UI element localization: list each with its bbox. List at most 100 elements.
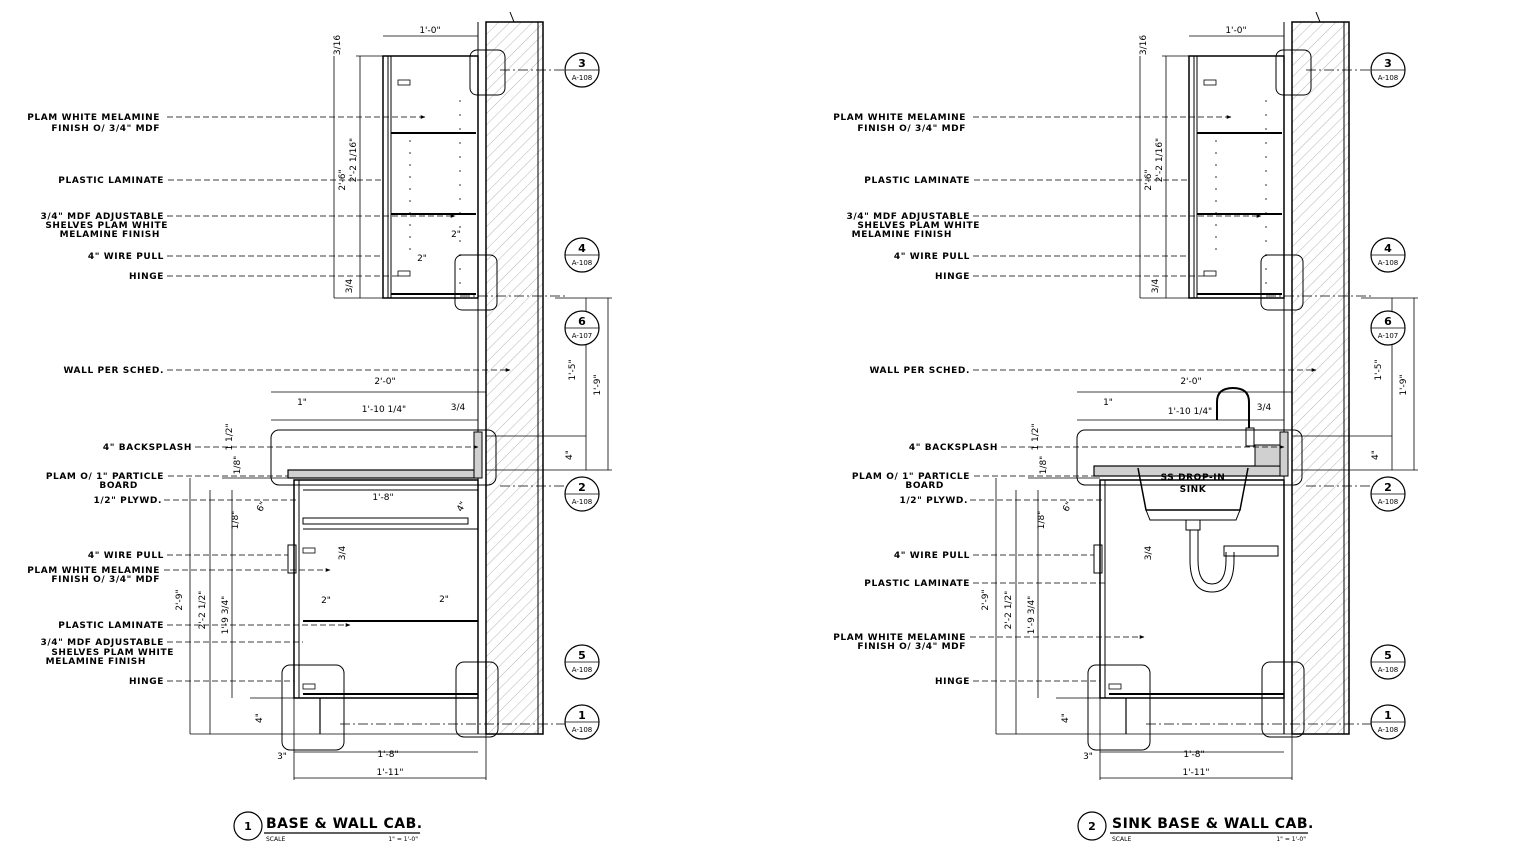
detail-1-title: BASE & WALL CAB. [266, 816, 423, 832]
svg-text:A-107: A-107 [1378, 332, 1399, 340]
section-bubbles: 3 A-108 4 A-108 6 A-107 2 A-108 [1370, 52, 1406, 740]
detail-2-dimensions: 1'-0" 3/16 2'-6" 2'-2 1/16" 3/4 2'-0" 1'… [981, 26, 1409, 778]
label-plastic-laminate-lower: PLASTIC LAMINATE [864, 579, 970, 589]
section-bubble-5[interactable]: 5 A-108 [1370, 644, 1406, 680]
detail-2-scale-value: 1" = 1'-0" [1276, 836, 1306, 843]
dim-base-2-2: 2'-2 1/2" [1004, 591, 1014, 630]
detail-1-labels: PLAM WHITE MELAMINE FINISH O/ 3/4" MDF P… [27, 113, 192, 687]
detail-2-title: SINK BASE & WALL CAB. [1112, 816, 1314, 832]
label-plam-board-1: PLAM O/ 1" PARTICLE [46, 472, 164, 482]
svg-text:5: 5 [578, 649, 586, 662]
sink-assembly [1137, 386, 1279, 593]
label-finish-upper-1: PLAM WHITE MELAMINE [833, 113, 966, 123]
svg-text:A-108: A-108 [572, 498, 593, 506]
dim-counter-34: 3/4 [451, 403, 466, 413]
label-hinge-lower: HINGE [129, 677, 164, 687]
section-bubble-6[interactable]: 6 A-107 [564, 310, 600, 346]
svg-text:A-108: A-108 [572, 726, 593, 734]
dim-right-h1: 1'-5" [1374, 359, 1384, 380]
label-wall: WALL PER SCHED. [63, 366, 164, 376]
detail-2-sink-base-wall-cabinet: PLAM WHITE MELAMINE FINISH O/ 3/4" MDF P… [833, 11, 1418, 843]
section-bubble-3[interactable]: 3 A-108 [1370, 52, 1406, 88]
label-hinge-upper: HINGE [129, 272, 164, 282]
label-leaders [164, 115, 511, 682]
label-wire-pull-lower: 4" WIRE PULL [894, 551, 970, 561]
section-bubble-2[interactable]: 2 A-108 [564, 476, 600, 512]
detail-2-title-block: 2 SINK BASE & WALL CAB. SCALE 1" = 1'-0" [1077, 811, 1314, 843]
section-bubble-2[interactable]: 2 A-108 [1370, 476, 1406, 512]
svg-text:A-108: A-108 [1378, 666, 1399, 674]
dim-right-h2: 1'-9" [593, 374, 603, 395]
dim-top-reveal: 3/16 [333, 35, 343, 55]
dim-top-reveal: 3/16 [1139, 35, 1149, 55]
dim-bs-18: 1/8" [1039, 456, 1049, 475]
label-shelves-upper-1: 3/4" MDF ADJUSTABLE [847, 212, 970, 222]
label-shelves-lower-1: 3/4" MDF ADJUSTABLE [41, 638, 164, 648]
base-cabinet [1087, 479, 1305, 751]
base-cabinet [281, 479, 499, 751]
dim-top-width: 1'-0" [1225, 26, 1246, 36]
label-leaders [970, 115, 1317, 682]
section-bubble-6[interactable]: 6 A-107 [1370, 310, 1406, 346]
dim-drawer-34: 3/4 [338, 545, 348, 560]
label-plastic-laminate-lower: PLASTIC LAMINATE [58, 621, 164, 631]
dim-base-1-9: 1'-9 3/4" [1027, 596, 1037, 635]
detail-1-number: 1 [244, 820, 252, 833]
label-hinge-upper: HINGE [935, 272, 970, 282]
section-bubble-3[interactable]: 3 A-108 [564, 52, 600, 88]
dim-bs-12: 1 1/2" [1031, 423, 1041, 450]
dim-base-2-9: 2'-9" [981, 589, 991, 610]
section-bubble-1[interactable]: 1 A-108 [1370, 704, 1406, 740]
svg-text:5: 5 [1384, 649, 1392, 662]
label-backsplash: 4" BACKSPLASH [909, 443, 998, 453]
dim-upper-inner: 2'-2 1/16" [1155, 138, 1165, 182]
label-backsplash: 4" BACKSPLASH [103, 443, 192, 453]
dim-base-2in-b: 2" [439, 595, 449, 605]
svg-text:3: 3 [1384, 57, 1392, 70]
dim-drawer-18: 1/8" [231, 511, 241, 530]
dim-counter-width: 2'-0" [1180, 377, 1201, 387]
detail-1-base-wall-cabinet: PLAM WHITE MELAMINE FINISH O/ 3/4" MDF P… [27, 11, 612, 843]
svg-text:A-108: A-108 [572, 666, 593, 674]
svg-text:2: 2 [578, 481, 586, 494]
countertop [1076, 429, 1303, 486]
section-bubble-4[interactable]: 4 A-108 [564, 237, 600, 273]
svg-text:A-108: A-108 [1378, 498, 1399, 506]
label-plam-board-1: PLAM O/ 1" PARTICLE [852, 472, 970, 482]
dim-drawer-6: 6" [1061, 500, 1075, 514]
dim-toe-4: 4" [255, 713, 265, 723]
detail-1-dimensions: 1'-0" 3/16 2'-6" 2'-2 1/16" 2" 2" 3/4 2'… [175, 26, 603, 778]
svg-text:A-108: A-108 [1378, 726, 1399, 734]
svg-text:1: 1 [1384, 709, 1392, 722]
dim-upper-bottom: 3/4 [345, 278, 355, 293]
dim-bottom-1-11: 1'-11" [1182, 768, 1209, 778]
detail-1-scale-value: 1" = 1'-0" [388, 836, 418, 843]
dim-drawer-18: 1/8" [1037, 511, 1047, 530]
label-plywood: 1/2" PLYWD. [94, 496, 163, 506]
label-wire-pull-upper: 4" WIRE PULL [88, 252, 164, 262]
dim-upper-height: 2'-6" [1144, 169, 1154, 190]
svg-text:A-108: A-108 [572, 74, 593, 82]
dim-upper-inner: 2'-2 1/16" [349, 138, 359, 182]
dim-right-h1: 1'-5" [568, 359, 578, 380]
svg-text:6: 6 [578, 315, 586, 328]
dim-right-4: 4" [565, 450, 575, 460]
section-bubble-4[interactable]: 4 A-108 [1370, 237, 1406, 273]
upper-cabinet [382, 49, 506, 311]
svg-text:1: 1 [578, 709, 586, 722]
dim-upper-2in: 2" [417, 254, 427, 264]
dim-bs-12: 1 1/2" [225, 423, 235, 450]
dim-bottom-1-8: 1'-8" [1183, 750, 1204, 760]
dim-counter-inner: 1'-10 1/4" [1168, 407, 1212, 417]
dim-counter-34: 3/4 [1257, 403, 1272, 413]
section-bubble-1[interactable]: 1 A-108 [564, 704, 600, 740]
dim-drawer-34: 3/4 [1144, 545, 1154, 560]
label-finish-lower-2: FINISH O/ 3/4" MDF [51, 575, 160, 585]
svg-text:FINISH O/ 3/4" MDF: FINISH O/ 3/4" MDF [51, 124, 160, 134]
dim-toe-3: 3" [1083, 752, 1093, 762]
section-bubble-5[interactable]: 5 A-108 [564, 644, 600, 680]
label-finish-upper-2: FINISH O/ 3/4" MDF [857, 124, 966, 134]
svg-text:A-107: A-107 [572, 332, 593, 340]
dim-toe-3: 3" [277, 752, 287, 762]
